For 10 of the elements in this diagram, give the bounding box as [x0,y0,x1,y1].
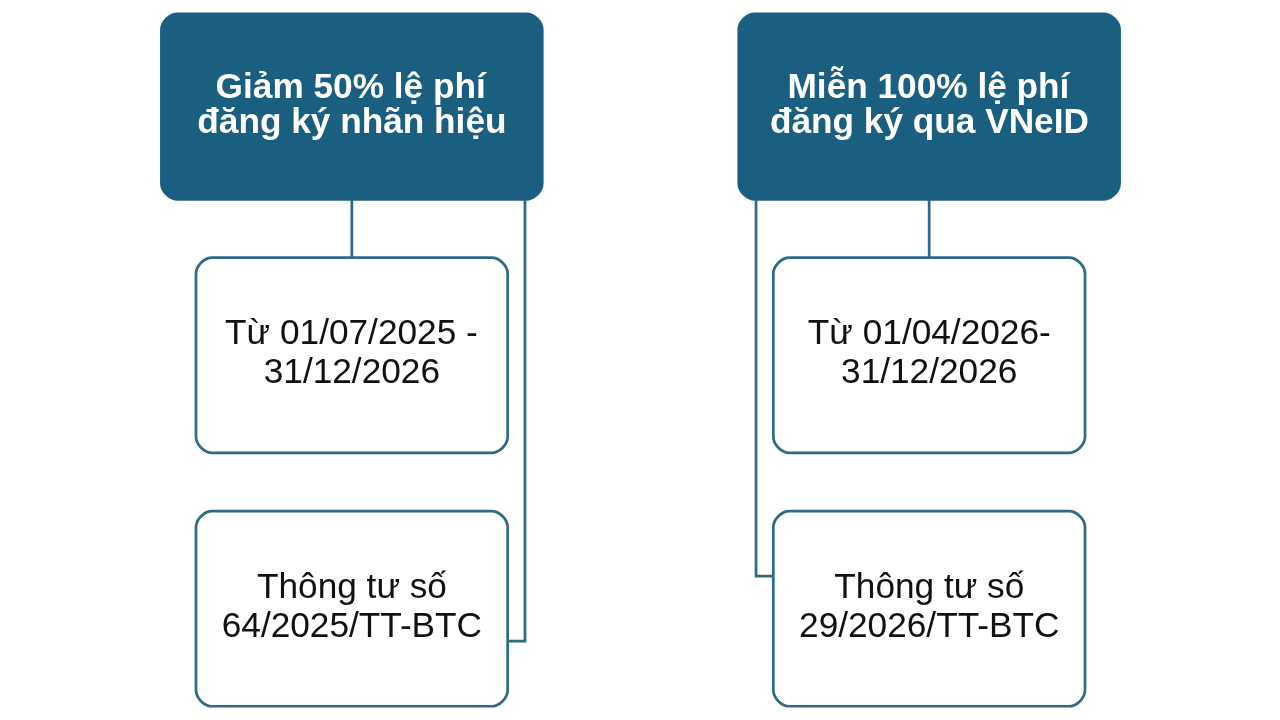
connector [349,199,353,258]
node-box: Từ 01/07/2025 - 31/12/2026 [194,256,509,455]
node-box: Thông tư số 29/2026/TT-BTC [771,509,1086,708]
connector [507,199,526,643]
connector [927,199,931,258]
node-box: Từ 01/04/2026- 31/12/2026 [771,256,1086,455]
node-box: Giảm 50% lệ phí đăng ký nhãn hiệu [159,12,544,201]
node-box: Thông tư số 64/2025/TT-BTC [194,509,509,708]
node-box: Miễn 100% lệ phí đăng ký qua VNeID [736,12,1121,201]
connector [754,199,773,578]
